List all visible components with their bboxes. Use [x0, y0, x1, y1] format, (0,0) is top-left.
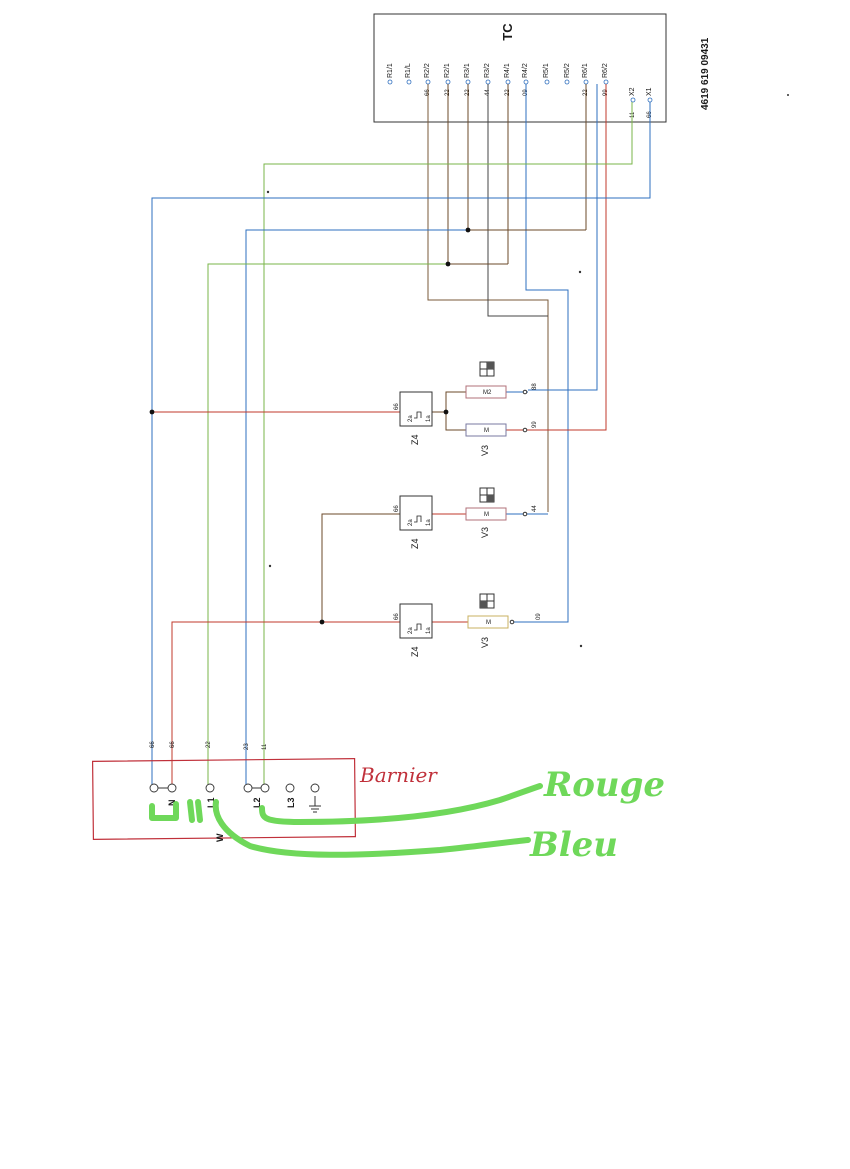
ground-icon: [309, 796, 321, 813]
tc-terminal: R5/1: [543, 63, 550, 78]
relay-contact: 2a: [408, 415, 414, 422]
room-thermostat-icon: [479, 487, 495, 503]
motor-label: M2: [483, 390, 492, 396]
valve-motor: [467, 615, 509, 629]
supply-wire-code: 66: [150, 741, 156, 748]
relay-code: 66: [394, 505, 400, 512]
wiring: [151, 84, 651, 786]
tc-terminal: X2: [629, 87, 636, 96]
relay-z4: [399, 603, 433, 639]
motor-label: M: [484, 428, 489, 434]
room-thermostat-icon: [479, 361, 495, 377]
valve-code: 99: [532, 421, 538, 428]
junction-dots: [149, 227, 471, 625]
marker-stroke-n: [149, 801, 179, 821]
supply-wire-codes: 66 66 22 23 11: [150, 741, 268, 750]
supply-terminal: L2: [252, 797, 262, 808]
tc-terminal: R5/2: [564, 63, 571, 78]
tc-wire-codes: 66 22 22 44 22 09 22 99 11 66: [425, 89, 653, 118]
relay-label: Z4: [410, 434, 420, 445]
wire: [528, 84, 607, 431]
barnier-note: Barnier: [359, 763, 438, 787]
tc-terminal: R6/2: [602, 63, 609, 78]
relay-contact: 1a: [426, 627, 432, 634]
tc-terminal-labels: R1/1 R1/L R2/2 R2/1 R3/1 R3/2 R4/1 R4/2 …: [387, 63, 653, 96]
valve-code: 44: [532, 505, 538, 512]
relay-z4: [399, 391, 433, 427]
supply-terminal-labels: N L1 L2 L3 W: [167, 797, 296, 842]
tc-terminal-circles: [387, 79, 653, 103]
relay-contact: 1a: [426, 415, 432, 422]
relay-contact: 2a: [408, 627, 414, 634]
supply-terminal: N: [167, 800, 177, 807]
valve-label: V3: [480, 445, 490, 456]
marker-annotations: [149, 783, 543, 858]
relay-z4: [399, 495, 433, 531]
tc-terminal: R4/1: [504, 63, 511, 78]
room-thermostat-icon: [479, 593, 495, 609]
tc-terminal: X1: [646, 87, 653, 96]
valve-motor: [465, 507, 507, 521]
supply-wire-code: 23: [244, 743, 250, 750]
wire: [321, 513, 400, 622]
tc-wire-code: 11: [630, 111, 636, 118]
tc-terminal: R4/2: [522, 63, 529, 78]
barnier-box: [91, 758, 357, 840]
rouge-note: Rouge: [543, 765, 665, 805]
wire: [430, 391, 466, 413]
relay-contact: 2a: [408, 519, 414, 526]
tc-block-frame: [373, 13, 667, 123]
wire: [151, 102, 651, 786]
marker-stroke-l1: [187, 799, 203, 823]
zone-3: 66 2a 1a Z4 M V3 09: [394, 593, 542, 657]
marker-stroke-rouge: [259, 783, 543, 825]
bleu-note: Bleu: [529, 825, 618, 865]
tc-part-number: 4619 619 09431: [700, 37, 711, 110]
zone-1: 66 2a 1a Z4 M2 M V3 88 99: [394, 361, 538, 456]
wire: [207, 263, 508, 786]
tc-terminal: R1/1: [387, 63, 394, 78]
motor-label: M: [484, 512, 489, 518]
relay-code: 66: [394, 613, 400, 620]
supply-wire-code: 66: [170, 741, 176, 748]
relay-code: 66: [394, 403, 400, 410]
tc-terminal-block: TC 4619 619 09431 R1/1 R1/L R2/2 R2/1 R3…: [373, 13, 711, 123]
tc-terminal: R2/2: [424, 63, 431, 78]
valve-label: V3: [480, 637, 490, 648]
valve-code: 09: [536, 613, 542, 620]
tc-terminal: R6/1: [582, 63, 589, 78]
wire: [487, 84, 548, 317]
relay-label: Z4: [410, 646, 420, 657]
supply-terminal: L1: [206, 797, 216, 808]
marker-stroke-bleu: [212, 799, 531, 858]
supply-terminal-circles: [149, 783, 320, 793]
tc-terminal: R2/1: [444, 63, 451, 78]
motor-label: M: [486, 620, 491, 626]
supply-sub-label: W: [215, 833, 225, 842]
wire: [445, 412, 466, 431]
supply-wire-code: 22: [206, 741, 212, 748]
valve-code: 88: [532, 383, 538, 390]
valve-motor: [465, 423, 507, 437]
relay-label: Z4: [410, 538, 420, 549]
valve-motor: [465, 385, 507, 399]
wire: [512, 84, 569, 623]
zone-2: 66 2a 1a Z4 M V3 44: [394, 487, 538, 549]
wire: [528, 84, 598, 391]
tc-terminal: R1/L: [405, 63, 412, 78]
supply-terminal: L3: [286, 797, 296, 808]
supply-block: Barnier 66 66 22 23 11 N L1 L2 L3 W: [91, 741, 438, 842]
supply-wire-code: 11: [262, 743, 268, 750]
tc-terminal: R3/1: [464, 63, 471, 78]
wire: [263, 102, 633, 786]
wire: [171, 621, 400, 786]
valve-label: V3: [480, 527, 490, 538]
tc-terminal: R3/2: [484, 63, 491, 78]
scan-specks: [266, 94, 789, 648]
tc-title: TC: [500, 23, 515, 41]
relay-contact: 1a: [426, 519, 432, 526]
